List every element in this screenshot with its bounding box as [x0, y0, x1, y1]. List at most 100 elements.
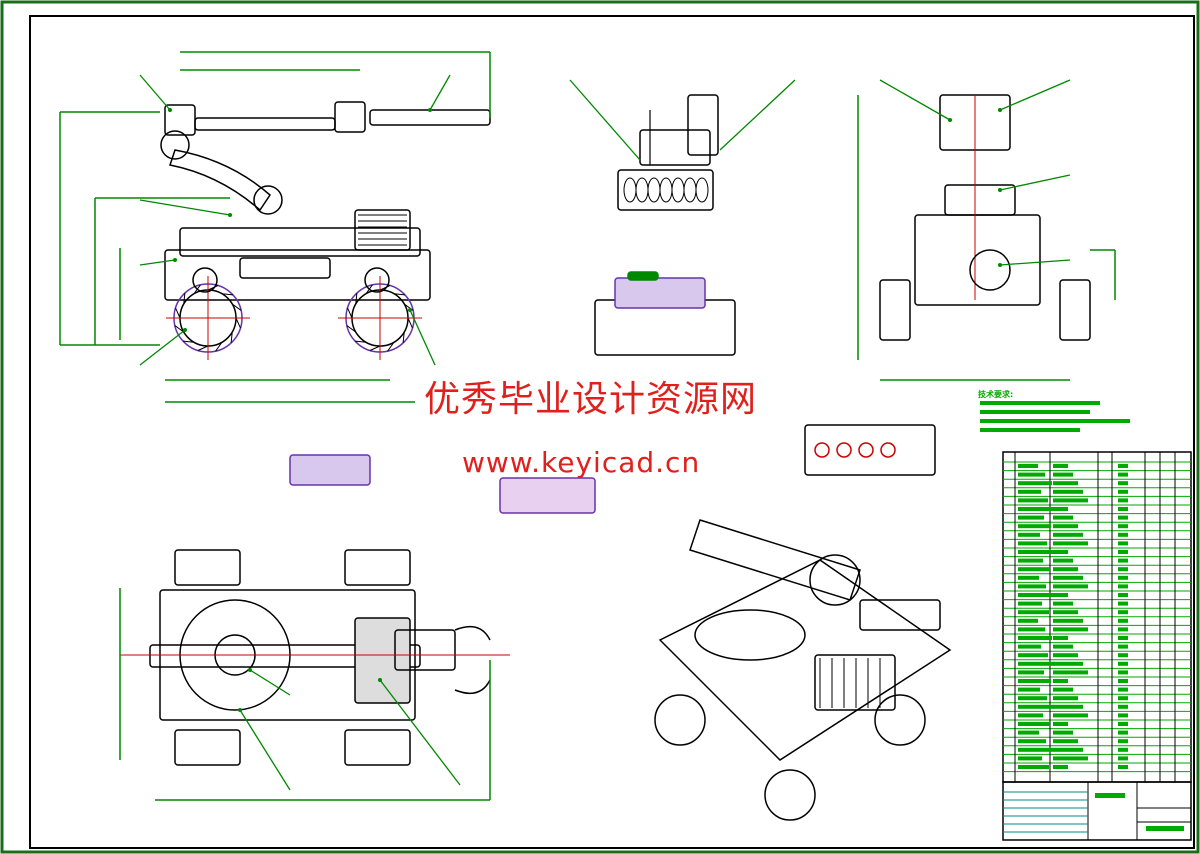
roller: [379, 285, 391, 291]
part-outline: [687, 94, 719, 156]
leader-line: [139, 199, 231, 216]
table-cell-text: [1053, 687, 1073, 692]
table-cell-text: [1018, 524, 1051, 529]
roller: [407, 317, 413, 329]
hole: [880, 442, 896, 458]
roller: [695, 177, 709, 203]
part-outline: [174, 549, 241, 586]
part-outline: [639, 129, 711, 166]
roller: [671, 177, 685, 203]
table-cell-text: [1053, 670, 1088, 675]
label-box: [627, 271, 659, 281]
table-cell-text: [1053, 704, 1083, 709]
table-cell-text: [1053, 567, 1078, 572]
table-cell-text: [1018, 532, 1040, 537]
table-cell-text: [1053, 532, 1083, 537]
table-cell-text: [1118, 644, 1128, 649]
table-cell-text: [1118, 636, 1128, 640]
roller: [387, 341, 395, 352]
section-hatch: [289, 454, 371, 486]
watermark-url: www.keyicad.cn: [462, 446, 701, 479]
table-cell-text: [1018, 722, 1050, 726]
part-outline: [164, 249, 431, 301]
table-cell-text: [1018, 610, 1049, 615]
leader-line: [999, 174, 1071, 191]
table-cell-text: [1018, 498, 1048, 503]
table-cell-text: [1118, 584, 1128, 589]
part-outline: [617, 169, 714, 211]
leader-line: [139, 329, 186, 366]
table-cell-text: [1018, 756, 1042, 761]
circle-outline: [160, 130, 190, 160]
table-cell-text: [1118, 653, 1128, 658]
balloon: [168, 108, 172, 112]
balloon: [998, 108, 1002, 112]
hole: [814, 442, 830, 458]
table-cell-text: [1118, 558, 1128, 563]
roller: [369, 345, 381, 351]
table-cell-text: [1053, 644, 1073, 649]
roller: [235, 317, 241, 329]
drawing-name-text: [1146, 826, 1184, 831]
table-cell-text: [1018, 472, 1045, 477]
balloon: [948, 118, 952, 122]
motor-block: [354, 617, 411, 704]
circle-outline: [364, 267, 390, 293]
table-cell-text: [1053, 739, 1078, 744]
requirement-line: [980, 419, 1130, 423]
table-cell-text: [1053, 756, 1088, 761]
roller: [635, 177, 649, 203]
table-cell-text: [1118, 756, 1128, 761]
circle-outline: [253, 185, 283, 215]
table-cell-text: [1118, 575, 1128, 580]
table-cell-text: [1118, 498, 1128, 503]
inner-frame: [29, 15, 1195, 849]
roller: [623, 177, 637, 203]
table-cell-text: [1053, 636, 1068, 640]
table-cell-text: [1118, 739, 1128, 744]
balloon: [228, 213, 232, 217]
section-hatch: [499, 477, 596, 514]
table-cell-text: [1118, 618, 1128, 623]
part-outline: [344, 729, 411, 766]
table-cell-text: [1118, 696, 1128, 701]
part-outline: [149, 644, 421, 668]
gripper: [454, 625, 491, 695]
table-cell-text: [1053, 541, 1088, 546]
balloon: [428, 108, 432, 112]
roller: [647, 177, 661, 203]
requirement-line: [980, 428, 1080, 432]
table-cell-text: [1018, 696, 1047, 701]
table-cell-text: [1018, 653, 1048, 658]
table-cell-text: [1118, 610, 1128, 615]
table-cell-text: [1018, 507, 1055, 511]
roller: [231, 303, 242, 311]
iso-wheel: [809, 554, 861, 606]
table-cell-text: [1053, 575, 1083, 580]
table-cell-text: [1118, 765, 1128, 769]
circle-outline: [192, 267, 218, 293]
part-outline: [814, 654, 896, 711]
balloon: [238, 708, 242, 712]
table-cell-text: [1118, 730, 1128, 735]
table-cell-text: [1053, 765, 1068, 769]
roller: [402, 331, 405, 343]
roller: [347, 307, 353, 319]
assembly-name-text: [1095, 793, 1125, 798]
table-cell-text: [1118, 687, 1128, 692]
table-cell-text: [1018, 558, 1043, 563]
table-cell-text: [1053, 679, 1068, 683]
roller: [197, 345, 209, 351]
table-cell-text: [1118, 541, 1128, 546]
balloon: [998, 263, 1002, 267]
part-outline: [859, 599, 941, 631]
roller: [393, 293, 405, 296]
roller: [355, 293, 358, 305]
roller: [355, 340, 367, 343]
leader-line: [409, 309, 436, 366]
technical-requirements-title: 技术要求:: [978, 390, 1014, 399]
table-cell-text: [1018, 713, 1043, 718]
part-outline: [369, 109, 491, 126]
table-cell-text: [1118, 532, 1128, 537]
